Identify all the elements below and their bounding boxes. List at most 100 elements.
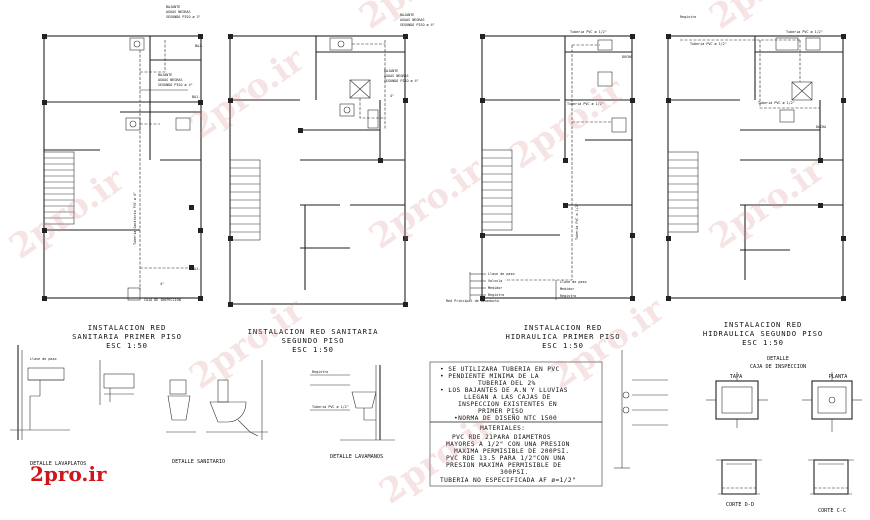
svg-text:2pro.ir: 2pro.ir [182, 39, 312, 147]
plan-hidraulica-segundo-piso: Registro Tuberia PVC ø 1/2" Tuberia PVC … [666, 15, 846, 347]
plan1-lavamanos [129, 37, 145, 51]
notes-box: • SE UTILIZARA TUBERIA EN PVC • PENDIENT… [429, 361, 603, 487]
svg-text:2pro.ir: 2pro.ir [702, 149, 832, 257]
svg-text:BAJ.: BAJ. [192, 267, 200, 271]
svg-text:• SE UTILIZARA TUBERIA EN PVC: • SE UTILIZARA TUBERIA EN PVC [440, 366, 560, 373]
plan3-water-pipe [505, 45, 573, 281]
svg-text:Red Principal de acueducto: Red Principal de acueducto [446, 299, 499, 303]
svg-text:Medidor: Medidor [560, 287, 574, 291]
detail-lavamanos: Registro Tuberia PVC ø 1/2" DETALLE LAVA… [310, 365, 395, 460]
svg-text:HIDRAULICA PRIMER PISO: HIDRAULICA PRIMER PISO [506, 332, 621, 341]
svg-text:Tuberia PVC ø 1/2": Tuberia PVC ø 1/2" [567, 102, 604, 106]
svg-text:INSPECCION EXISTENTES EN: INSPECCION EXISTENTES EN [458, 401, 557, 408]
svg-text:PRIMER PISO: PRIMER PISO [478, 408, 523, 415]
watermarks: 2pro.ir 2pro.ir 2pro.ir 2pro.ir 2pro.ir … [2, 0, 832, 512]
svg-text:MAXIMA PERMISIBLE DE 200PSI.: MAXIMA PERMISIBLE DE 200PSI. [454, 448, 570, 455]
svg-text:BAJANTE: BAJANTE [158, 73, 172, 77]
plan3-legend: Llave de paso Valvula Medidor Registro R… [446, 272, 587, 303]
svg-text:Tuberia PVC ø 1/2": Tuberia PVC ø 1/2" [575, 203, 579, 240]
svg-text:4": 4" [160, 282, 164, 286]
svg-text:SEGUNDO PISO ø 4": SEGUNDO PISO ø 4" [158, 83, 193, 87]
detail-sanitario-label: DETALLE SANITARIO [172, 459, 225, 465]
svg-text:Llave de paso: Llave de paso [30, 357, 57, 361]
tapa-label: TAPA [730, 374, 743, 380]
svg-text:• LOS BAJANTES DE A.N Y LLUVIA: • LOS BAJANTES DE A.N Y LLUVIAS [440, 387, 568, 394]
svg-text:PRESION MAXIMA PERMISIBLE DE: PRESION MAXIMA PERMISIBLE DE [446, 462, 562, 469]
svg-text:Registro: Registro [560, 294, 576, 298]
svg-text:2pro.ir: 2pro.ir [362, 149, 492, 257]
plan3-title: INSTALACION RED [524, 323, 602, 332]
svg-text:SEGUNDO PISO ø 4": SEGUNDO PISO ø 4" [400, 23, 435, 27]
plan4-title: INSTALACION RED [724, 320, 802, 329]
svg-text:Registro: Registro [488, 293, 504, 297]
detail-lavaplatos-label: DETALLE LAVAPLATOS [30, 461, 86, 467]
svg-text:300PSI.: 300PSI. [500, 469, 529, 476]
svg-text:Llave de paso: Llave de paso [560, 280, 587, 284]
plan1-caja-inspeccion [127, 287, 141, 301]
corte-dd-label: CORTE D-D [726, 502, 754, 508]
detail-lavamanos-label: DETALLE LAVAMANOS [330, 454, 383, 460]
plan4-tuberia-label: Tuberia PVC ø 1/2" [690, 42, 727, 46]
planta-label: PLANTA [829, 374, 849, 380]
plan1-stair [43, 151, 75, 225]
svg-text:AGUAS NEGRAS: AGUAS NEGRAS [158, 78, 183, 82]
svg-text:SANITARIA PRIMER PISO: SANITARIA PRIMER PISO [72, 332, 182, 341]
svg-text:PVC RDE 21PARA DIAMETROS: PVC RDE 21PARA DIAMETROS [452, 434, 551, 441]
plan3-scale: ESC 1:50 [542, 341, 584, 350]
svg-text:Valvula: Valvula [488, 279, 502, 283]
notes-materiales-box [429, 421, 603, 487]
materiales-title: MATERIALES: [480, 425, 525, 432]
plan4-stair [667, 151, 699, 233]
svg-text:Tuberia PVC ø 1/2": Tuberia PVC ø 1/2" [758, 101, 795, 105]
svg-text:LLEGAN A LAS CAJAS DE: LLEGAN A LAS CAJAS DE [464, 394, 551, 401]
svg-text:SEGUNDO PISO ø 3": SEGUNDO PISO ø 3" [166, 15, 201, 19]
plan2-lavaplatos [329, 37, 353, 51]
plan-hidraulica-primer-piso: Tuberia PVC ø 1/2" Tuberia PVC ø 1/2" DU… [446, 30, 635, 350]
svg-text:CAJA DE INSPECCION: CAJA DE INSPECCION [144, 298, 181, 302]
svg-text:TUBERIA NO ESPECIFICADA AF ø=1: TUBERIA NO ESPECIFICADA AF ø=1/2" [440, 477, 576, 484]
svg-text:MAYORES A 1/2" CON UNA PRESION: MAYORES A 1/2" CON UNA PRESION [446, 441, 570, 448]
caja-detail-title: DETALLE [767, 356, 789, 362]
plan1-scale: ESC 1:50 [106, 341, 148, 350]
plan2-scale: ESC 1:50 [292, 345, 334, 354]
corte-dd-drawing [716, 459, 762, 495]
svg-text:SEGUNDO PISO: SEGUNDO PISO [282, 336, 345, 345]
svg-text:• PENDIENTE MINIMA DE LA: • PENDIENTE MINIMA DE LA [440, 373, 539, 380]
svg-text:4": 4" [390, 94, 394, 98]
detail-caja-inspeccion: DETALLE CAJA DE INSPECCION TAPA PLANTA C… [706, 356, 862, 514]
plan4-scale: ESC 1:50 [742, 338, 784, 347]
svg-text:2pro.ir: 2pro.ir [2, 159, 132, 267]
corte-cc-label: CORTE C-C [818, 508, 846, 514]
svg-text:DUCHA: DUCHA [816, 125, 826, 129]
svg-text:AGUAS NEGRAS: AGUAS NEGRAS [384, 74, 409, 78]
svg-text:BAJ.: BAJ. [192, 95, 200, 99]
svg-text:SEGUNDO PISO ø 4": SEGUNDO PISO ø 4" [384, 79, 419, 83]
corte-cc-drawing [808, 459, 854, 495]
plan2-title: INSTALACION RED SANITARIA [248, 327, 379, 336]
svg-text:Tuberia PVC ø 1/2": Tuberia PVC ø 1/2" [786, 30, 823, 34]
svg-text:BAJ.: BAJ. [195, 44, 203, 48]
plan1-title: INSTALACION RED [88, 323, 166, 332]
plan1-tuberia-label: Tuberia Sanitaria PVC ø 4" [133, 192, 137, 245]
svg-text:Tuberia PVC ø 1/2": Tuberia PVC ø 1/2" [312, 405, 349, 409]
svg-text:PVC RDE 13.5 PARA 1/2"CON UNA: PVC RDE 13.5 PARA 1/2"CON UNA [446, 455, 566, 462]
svg-text:BAJANTE: BAJANTE [384, 69, 398, 73]
plan1-outline [43, 35, 202, 299]
plan-sanitaria-primer-piso: BAJANTE AGUAS NEGRAS SEGUNDO PISO ø 3" B… [42, 5, 203, 350]
svg-text:Llave de paso: Llave de paso [488, 272, 515, 276]
plan2-stair [229, 159, 261, 241]
svg-text:AGUAS NEGRAS: AGUAS NEGRAS [166, 10, 191, 14]
svg-text:CAJA DE INSPECCION: CAJA DE INSPECCION [750, 364, 806, 370]
svg-text:•NORMA DE DISEÑO NTC 1500: •NORMA DE DISEÑO NTC 1500 [454, 413, 557, 422]
plan2-bajante-label: BAJANTE [400, 13, 414, 17]
plan-sanitaria-segundo-piso: BAJANTE AGUAS NEGRAS SEGUNDO PISO ø 4" B… [228, 13, 435, 354]
svg-text:Registro: Registro [312, 370, 328, 374]
detail-lavaplatos: Llave de paso DETALLE LAVAPLATOS [10, 345, 135, 467]
detail-sanitario: DETALLE SANITARIO [166, 360, 268, 465]
plan1-sanitario [125, 117, 141, 131]
svg-text:Medidor: Medidor [488, 286, 502, 290]
svg-text:HIDRAULICA SEGUNDO PISO: HIDRAULICA SEGUNDO PISO [703, 329, 823, 338]
svg-text:Registro: Registro [680, 15, 696, 19]
svg-text:AGUAS NEGRAS: AGUAS NEGRAS [400, 18, 425, 22]
